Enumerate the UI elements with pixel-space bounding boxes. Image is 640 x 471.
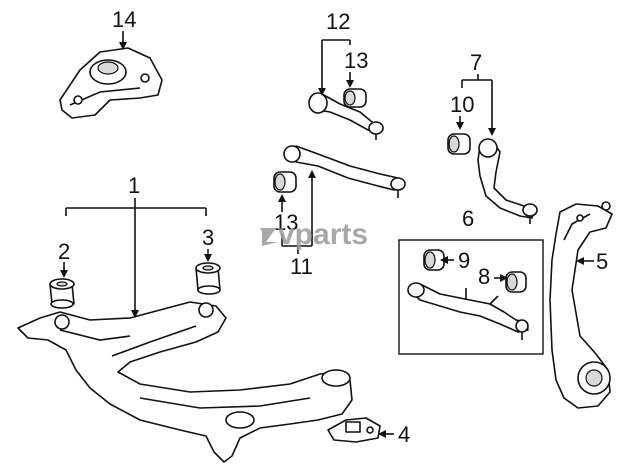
callout-6: 6 [462, 206, 474, 231]
part-12-upper-arm [308, 92, 384, 140]
callout-1-label: 1 [128, 173, 140, 198]
part-13-bushing-mid [273, 171, 297, 193]
callout-4: 4 [378, 422, 410, 447]
callout-5-label: 5 [596, 249, 608, 274]
part-11-link-arm [283, 145, 406, 198]
callout-14-label: 14 [112, 7, 136, 32]
callout-2-label: 2 [58, 239, 70, 264]
part-6-lower-arm [407, 282, 529, 340]
kit-6-box [398, 239, 544, 355]
part-10-bushing [447, 133, 471, 155]
callout-13-mid-label: 13 [274, 210, 298, 235]
callout-9: 9 [440, 248, 470, 273]
callout-1: 1 [65, 173, 207, 318]
callout-4-label: 4 [398, 422, 410, 447]
part-14-mount-bracket [59, 47, 163, 119]
callout-8: 8 [478, 264, 508, 289]
callout-3: 3 [202, 225, 214, 262]
part-3-subframe-bushing [195, 262, 221, 295]
callout-12: 12 [318, 9, 351, 96]
callout-13-top-label: 13 [344, 48, 368, 73]
callout-2: 2 [58, 239, 70, 278]
callout-13-top: 13 [344, 48, 368, 88]
callout-11-label: 11 [290, 254, 313, 279]
callout-11: 11 [281, 170, 316, 279]
part-2-subframe-bushing [49, 278, 75, 309]
part-5-knuckle [549, 201, 613, 409]
part-8-bushing [505, 271, 527, 293]
callout-7-label: 7 [470, 50, 482, 75]
callout-6-label: 6 [462, 206, 474, 231]
callout-7: 7 [461, 50, 496, 136]
watermark: vparts [260, 218, 368, 251]
part-7-lower-arm [477, 138, 538, 224]
part-1-subframe [17, 301, 353, 463]
callout-13-mid: 13 [274, 194, 298, 235]
watermark-text: vparts [278, 218, 368, 251]
part-13-bushing-top [343, 88, 367, 108]
callout-8-label: 8 [478, 264, 490, 289]
callout-14: 14 [112, 7, 136, 50]
callout-12-label: 12 [326, 9, 350, 34]
callout-10-label: 10 [450, 92, 474, 117]
callout-10: 10 [450, 92, 474, 130]
callout-5: 5 [576, 249, 608, 274]
callout-3-label: 3 [202, 225, 214, 250]
part-4-bracket [327, 417, 381, 443]
watermark-logo-icon [260, 228, 278, 246]
callout-9-label: 9 [458, 248, 470, 273]
